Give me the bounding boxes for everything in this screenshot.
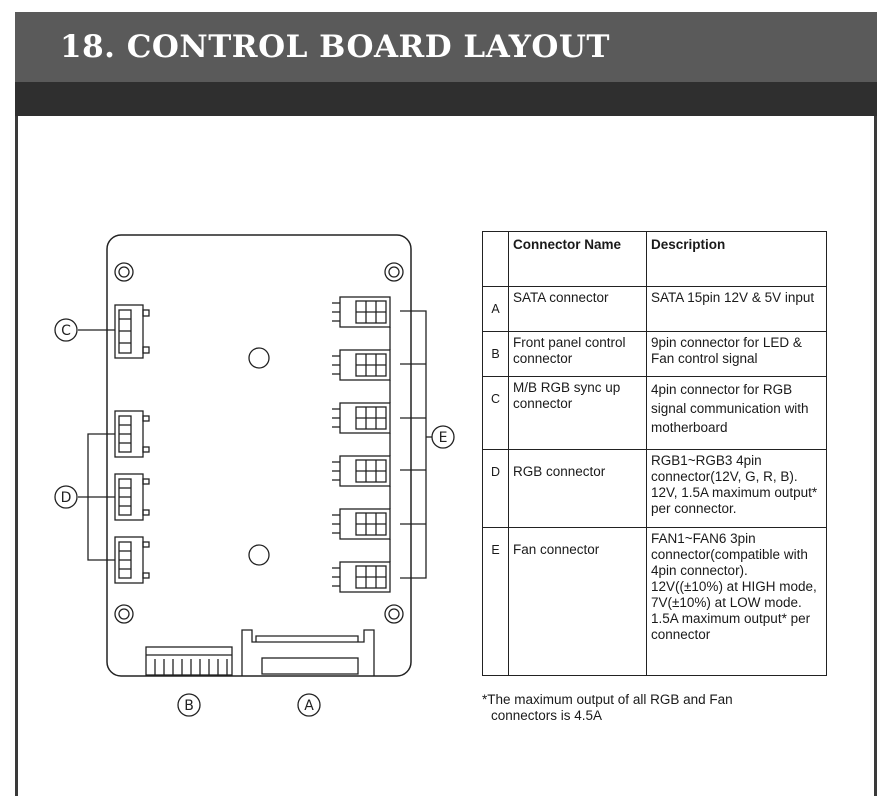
standoff-hole-upper — [248, 347, 270, 369]
connector-d-2 — [114, 473, 150, 521]
callout-a-label: A — [304, 698, 314, 714]
callout-a: A — [297, 693, 321, 717]
row-letter: A — [482, 286, 509, 332]
callout-b-label: B — [184, 698, 194, 714]
standoff-hole-lower — [248, 544, 270, 566]
section-title: 18. CONTROL BOARD LAYOUT — [60, 29, 610, 65]
connector-c — [114, 304, 150, 359]
row-letter: D — [482, 449, 509, 528]
table-row: C M/B RGB sync up connector 4pin connect… — [482, 376, 827, 450]
callout-d: D — [54, 485, 78, 509]
content-frame — [15, 116, 877, 796]
header-letter — [482, 231, 509, 287]
table-row: E Fan connector FAN1~FAN6 3pin connector… — [482, 527, 827, 676]
mounting-hole-top-left — [114, 262, 134, 282]
callout-d-label: D — [61, 490, 72, 506]
row-name: Fan connector — [508, 527, 647, 676]
table-row: D RGB connector RGB1~RGB3 4pin connector… — [482, 449, 827, 528]
callout-c: C — [54, 318, 78, 342]
connector-a — [241, 629, 375, 676]
connector-d-1 — [114, 410, 150, 458]
footnote-line-1: *The maximum output of all RGB and Fan — [482, 692, 733, 707]
row-description: 9pin connector for LED & Fan control sig… — [646, 331, 827, 377]
mounting-hole-bottom-right — [384, 604, 404, 624]
header-connector-name: Connector Name — [508, 231, 647, 287]
board-outline — [106, 234, 412, 677]
row-description: 4pin connector for RGB signal communicat… — [646, 376, 827, 450]
header-band — [15, 82, 877, 116]
mounting-hole-top-right — [384, 262, 404, 282]
callout-b: B — [177, 693, 201, 717]
row-name: M/B RGB sync up connector — [508, 376, 647, 450]
row-name: SATA connector — [508, 286, 647, 332]
connector-e-3 — [332, 402, 391, 434]
connector-e-2 — [332, 349, 391, 381]
connector-e-5 — [332, 508, 391, 540]
leader-e — [400, 310, 432, 579]
connector-b — [145, 646, 233, 676]
leader-d — [78, 433, 115, 561]
connector-d-3 — [114, 536, 150, 584]
row-name: Front panel control connector — [508, 331, 647, 377]
table-row: A SATA connector SATA 15pin 12V & 5V inp… — [482, 286, 827, 332]
connector-e-4 — [332, 455, 391, 487]
row-name: RGB connector — [508, 449, 647, 528]
callout-c-label: C — [61, 323, 71, 339]
callout-e: E — [431, 425, 455, 449]
footnote: *The maximum output of all RGB and Fan c… — [482, 692, 812, 724]
connector-table: Connector Name Description A SATA connec… — [482, 231, 827, 676]
table-header-row: Connector Name Description — [482, 231, 827, 287]
connector-e-6 — [332, 561, 391, 593]
row-description: RGB1~RGB3 4pin connector(12V, G, R, B). … — [646, 449, 827, 528]
table-row: B Front panel control connector 9pin con… — [482, 331, 827, 377]
mounting-hole-bottom-left — [114, 604, 134, 624]
row-letter: C — [482, 376, 509, 450]
row-letter: E — [482, 527, 509, 676]
row-description: FAN1~FAN6 3pin connector(compatible with… — [646, 527, 827, 676]
header-description: Description — [646, 231, 827, 287]
row-description: SATA 15pin 12V & 5V input — [646, 286, 827, 332]
row-letter: B — [482, 331, 509, 377]
footnote-line-2: connectors is 4.5A — [491, 708, 603, 723]
connector-e-1 — [332, 296, 391, 328]
callout-e-label: E — [439, 430, 448, 446]
